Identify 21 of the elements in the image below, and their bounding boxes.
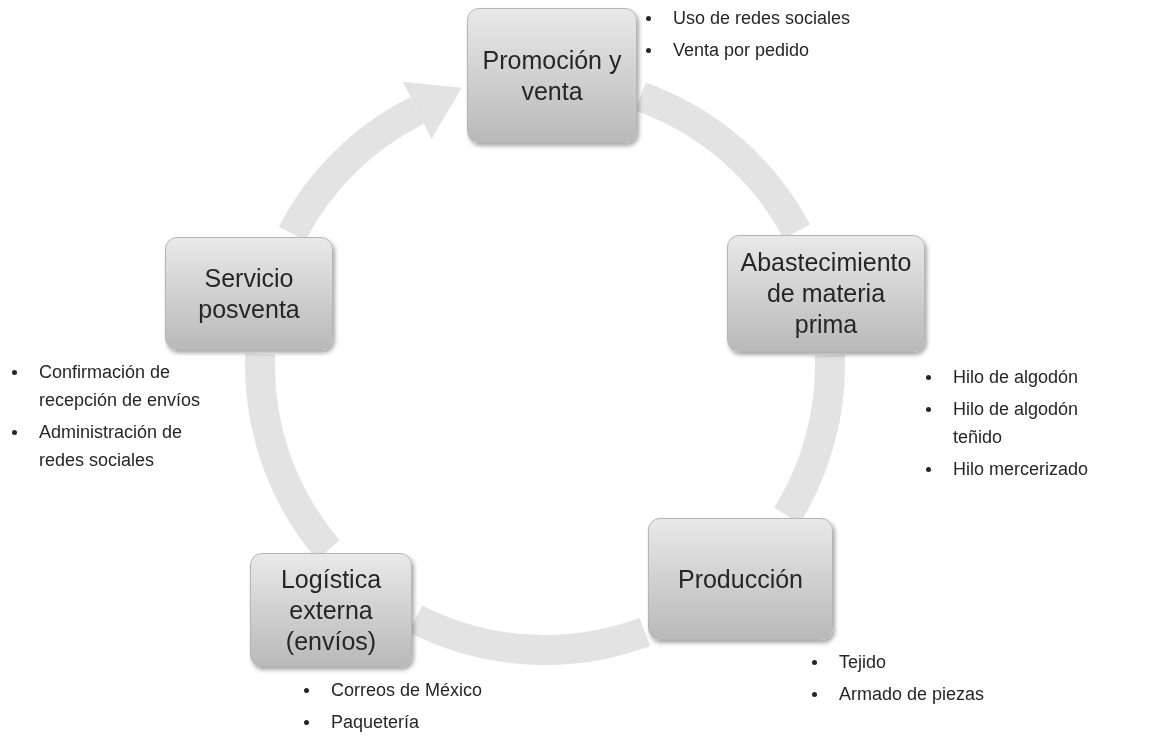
bullet-item: Uso de redes sociales <box>673 7 851 30</box>
process-box <box>727 235 925 352</box>
process-box <box>648 518 833 640</box>
node-label: Abastecimiento de materia prima <box>739 247 913 340</box>
node-label: Servicio posventa <box>197 262 301 325</box>
bullet-item: Confirmación de recepción de envíos <box>39 361 202 412</box>
bullet-item: Tejido <box>839 651 887 674</box>
process-box <box>250 553 412 667</box>
process-box <box>467 8 637 143</box>
bullet-item: Hilo de algodón <box>953 366 1079 389</box>
bullet-item: Armado de piezas <box>839 683 985 706</box>
bullet-item: Venta por pedido <box>673 39 810 62</box>
process-box <box>165 237 333 350</box>
node-label: Logística externa (envíos) <box>279 563 383 657</box>
bullet-item: Hilo mercerizado <box>953 458 1089 481</box>
bullet-item: Paquetería <box>331 711 420 734</box>
node-label: Promoción y venta <box>481 44 623 107</box>
bullet-item: Correos de México <box>331 679 483 702</box>
node-label: Producción <box>677 563 804 595</box>
bullet-item: Hilo de algodón teñido <box>953 398 1080 449</box>
bullet-item: Administración de redes sociales <box>39 421 184 472</box>
